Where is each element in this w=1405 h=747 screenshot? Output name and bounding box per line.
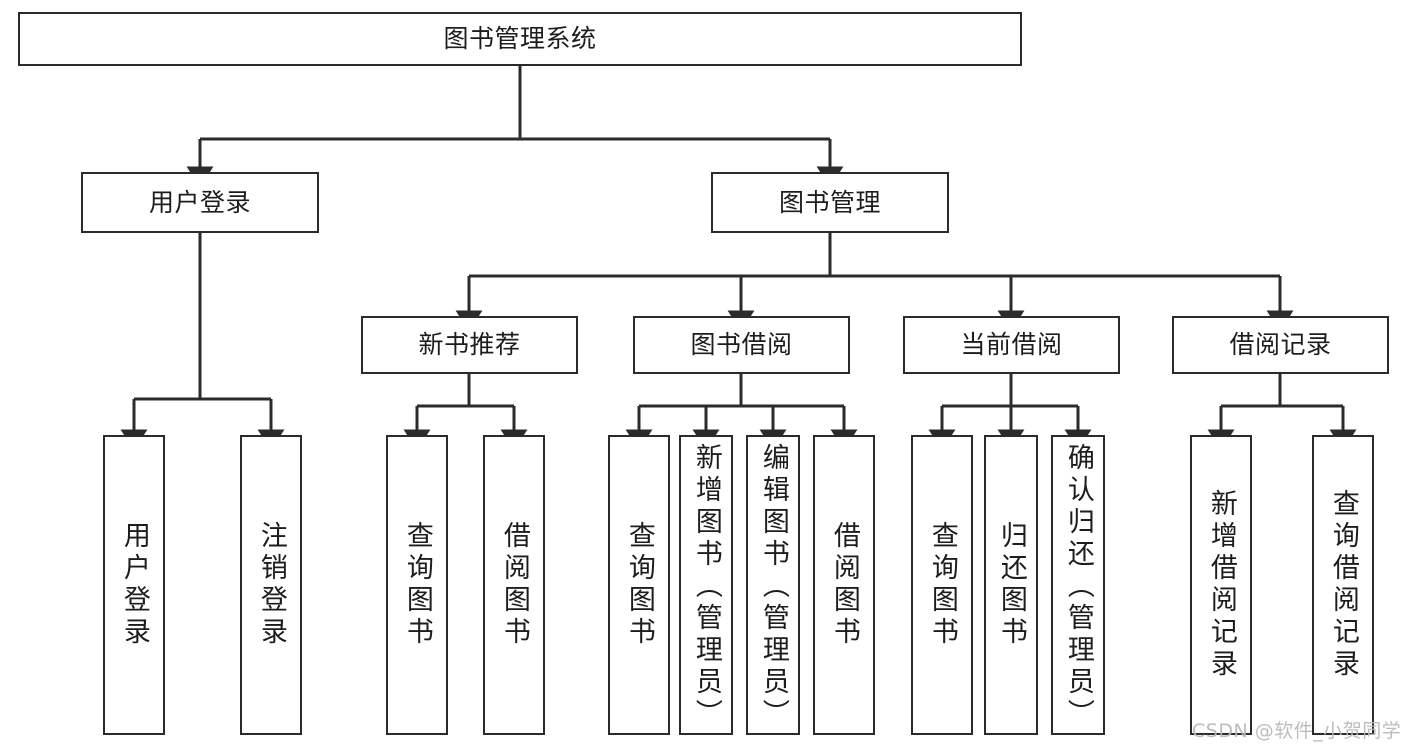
node-label: 用户登录 (118, 521, 150, 649)
node-label: 编辑图书（管理员） (757, 443, 789, 731)
node-label: 当前借阅 (960, 330, 1063, 360)
node-current-borrow[interactable]: 当前借阅 (903, 316, 1120, 374)
node-label: 查询图书 (926, 521, 958, 649)
node-borrow-record[interactable]: 借阅记录 (1172, 316, 1389, 374)
node-label: 新书推荐 (418, 330, 521, 360)
node-leaf-logout-login[interactable]: 注销登录 (240, 435, 302, 735)
node-label: 新增图书（管理员） (690, 443, 722, 731)
node-leaf-query-book-current[interactable]: 查询图书 (911, 435, 973, 735)
node-leaf-add-book-admin[interactable]: 新增图书（管理员） (679, 435, 733, 735)
node-label: 新增借阅记录 (1205, 489, 1237, 681)
node-label: 归还图书 (995, 521, 1027, 649)
node-leaf-edit-book-admin[interactable]: 编辑图书（管理员） (746, 435, 800, 735)
node-system-title[interactable]: 图书管理系统 (18, 12, 1022, 66)
node-label: 借阅图书 (828, 521, 860, 649)
node-book-borrow[interactable]: 图书借阅 (633, 316, 850, 374)
node-label: 注销登录 (255, 521, 287, 649)
node-new-book-recommend[interactable]: 新书推荐 (361, 316, 578, 374)
node-leaf-query-book-borrow[interactable]: 查询图书 (608, 435, 670, 735)
node-leaf-borrow-book-recommend[interactable]: 借阅图书 (483, 435, 545, 735)
node-leaf-add-borrow-record[interactable]: 新增借阅记录 (1190, 435, 1252, 735)
node-leaf-return-book[interactable]: 归还图书 (984, 435, 1038, 735)
node-leaf-user-login[interactable]: 用户登录 (103, 435, 165, 735)
node-leaf-borrow-book[interactable]: 借阅图书 (813, 435, 875, 735)
node-user-login[interactable]: 用户登录 (81, 172, 319, 233)
node-label: 图书管理系统 (443, 24, 597, 54)
csdn-watermark: CSDN @软件_小贺同学 (1192, 720, 1402, 742)
node-label: 确认归还（管理员） (1062, 443, 1094, 731)
node-label: 图书借阅 (690, 330, 793, 360)
node-label: 查询图书 (623, 521, 655, 649)
node-label: 查询图书 (401, 521, 433, 649)
node-label: 用户登录 (148, 187, 251, 217)
node-book-management[interactable]: 图书管理 (711, 172, 949, 233)
node-leaf-query-borrow-record[interactable]: 查询借阅记录 (1312, 435, 1374, 735)
node-leaf-confirm-return-admin[interactable]: 确认归还（管理员） (1051, 435, 1105, 735)
node-leaf-query-book-recommend[interactable]: 查询图书 (386, 435, 448, 735)
node-label: 借阅记录 (1229, 330, 1332, 360)
node-label: 图书管理 (778, 187, 881, 217)
node-label: 查询借阅记录 (1327, 489, 1359, 681)
node-label: 借阅图书 (498, 521, 530, 649)
